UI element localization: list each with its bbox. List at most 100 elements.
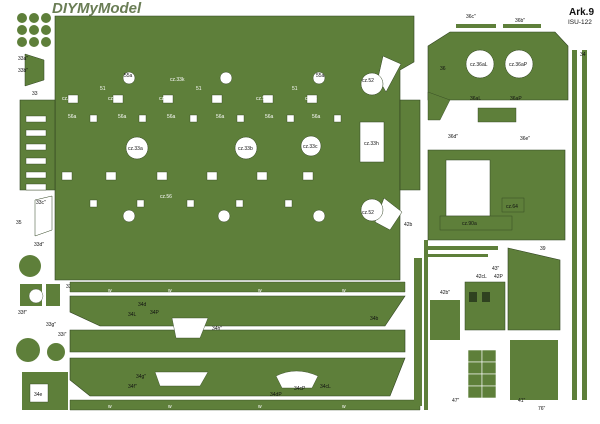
rear-cell-grid [467, 349, 497, 399]
part-label: w [168, 404, 172, 410]
part-label: w [342, 288, 346, 294]
part-label: 56a [265, 114, 274, 120]
part-label: cz.33k [170, 77, 185, 83]
part-label: 55a [316, 73, 325, 79]
part-label: cz.56 [256, 96, 268, 102]
wheel-disc [17, 13, 27, 23]
part-label: cz.52 [362, 78, 374, 84]
marker-box [302, 171, 314, 181]
part-label: 33a" [18, 56, 28, 62]
logo: DIYMyModel [52, 0, 142, 17]
side-panel-strip [69, 281, 406, 293]
wheel-disc [41, 25, 51, 35]
marker-box [333, 114, 342, 123]
hatch-circle [300, 135, 322, 157]
part-label: 34d [138, 302, 147, 308]
rear-plate [507, 247, 561, 331]
part-label: 55a [124, 73, 133, 79]
grid-cell [467, 385, 483, 399]
part-label: cz.56 [62, 96, 74, 102]
engine-deck-piece: cz.90a cz.64 [427, 149, 566, 241]
hatch-circle [125, 136, 149, 160]
part-label: 36e" [520, 136, 530, 142]
deck-marker-boxes [25, 94, 342, 208]
part-label: 33d" [34, 242, 44, 248]
turret-mantlet [477, 107, 517, 123]
part-label: cz.33b [238, 146, 253, 152]
part-label: 76" [538, 406, 546, 412]
part-label: 56a [216, 114, 225, 120]
right-strips: 34 [572, 50, 587, 400]
part-label: cz.36aP [509, 62, 528, 68]
strip [424, 240, 428, 410]
strip [582, 50, 587, 400]
part-label: 34h" [212, 326, 222, 332]
part-label: cz.56 [305, 96, 317, 102]
hatch-small [217, 209, 231, 223]
part-label: w [168, 288, 172, 294]
part-label: 36c" [466, 14, 476, 20]
marker-box [286, 114, 295, 123]
deck-hatches [122, 71, 385, 223]
side-panel-upper [69, 295, 406, 327]
part-label: 34b [370, 316, 379, 322]
hull-front-wing-right [399, 99, 421, 191]
side-cut [275, 370, 319, 389]
marker-box [89, 114, 98, 123]
part-label: 36d" [448, 134, 458, 140]
part-label: 34f" [128, 384, 137, 390]
hatch-rect [359, 121, 385, 163]
turret-roof [427, 31, 569, 101]
hatch-circle [360, 198, 384, 222]
part-label: cz.33c [303, 144, 318, 150]
hatch-small [122, 209, 136, 223]
marker-box [25, 115, 47, 123]
part-label: 36b" [515, 18, 525, 24]
marker-box [25, 171, 47, 179]
model-name: ISU-122 [568, 19, 592, 26]
part-label: w [258, 288, 262, 294]
part-label: 34dP [270, 392, 282, 398]
part-label: cz.90a [462, 221, 477, 227]
rear-panel [464, 281, 506, 331]
disc-small [28, 288, 44, 304]
part-label: 34P [150, 310, 160, 316]
rear-block [430, 300, 460, 340]
marker-box [236, 114, 245, 123]
disc [16, 338, 40, 362]
part-label: 33b" [18, 68, 28, 74]
part-label: cz.36aL [470, 62, 488, 68]
part-label: w [108, 288, 112, 294]
wheel-disc [29, 37, 39, 47]
side-cut [154, 371, 209, 387]
part-label: 51 [292, 86, 298, 92]
marker-box [112, 94, 124, 104]
wheel-discs-group [17, 13, 51, 47]
part-label: 42cL [476, 274, 487, 280]
part-label: cz.64 [506, 204, 518, 210]
turret-strip [503, 24, 541, 28]
strip [428, 246, 498, 250]
grid-cell [467, 349, 483, 363]
marker-box [25, 183, 47, 191]
marker-box [189, 114, 198, 123]
marker-box [211, 94, 223, 104]
marker-box [256, 171, 268, 181]
marker-box [61, 171, 73, 181]
turret-group: cz.36aL cz.36aP 36c" 36b" 36 36aL 36aP 3… [427, 14, 569, 142]
marker-box [235, 199, 244, 208]
sheet-id: Ark.9 [569, 7, 594, 18]
disc [19, 255, 41, 277]
part-label: 42b [404, 222, 413, 228]
marker-box [138, 114, 147, 123]
thin-strips [414, 240, 498, 410]
wheel-disc [17, 37, 27, 47]
marker-box [186, 199, 195, 208]
part-label: w [108, 404, 112, 410]
part-label: cz.33a [128, 146, 143, 152]
part-label: 34 [580, 52, 586, 58]
part-label: 34e [34, 392, 43, 398]
part-label: 56a [118, 114, 127, 120]
side-panel-lower [69, 357, 406, 397]
